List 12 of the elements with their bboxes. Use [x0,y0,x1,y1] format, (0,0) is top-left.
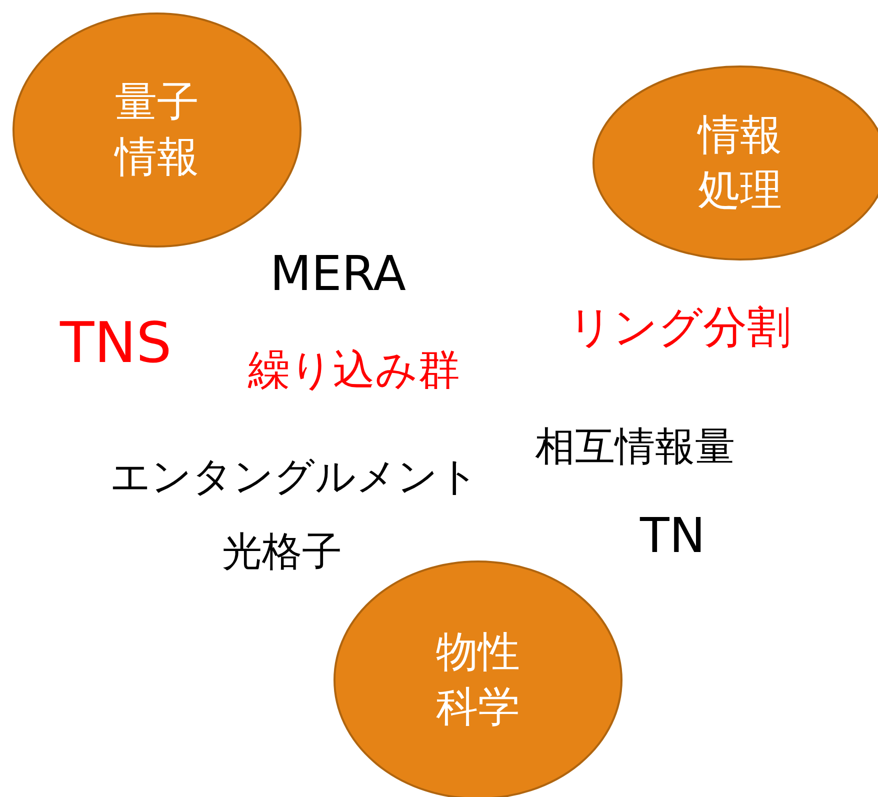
keyword-label: 繰り込み群 [248,345,460,396]
keyword-label: 光格子 [222,528,342,576]
topic-label: 物性科学 [435,626,521,733]
keyword-label: TN [640,508,706,566]
keyword-label: MERA [270,246,406,304]
topic-label: 量子情報 [113,76,200,183]
keyword-label: リング分割 [568,302,791,355]
keyword-label: エンタングルメント [110,453,479,501]
topic-circle [12,12,302,248]
keyword-label: 相互情報量 [535,423,735,471]
keyword-label: TNS [60,310,172,378]
topic-label: 情報処理 [696,109,783,216]
